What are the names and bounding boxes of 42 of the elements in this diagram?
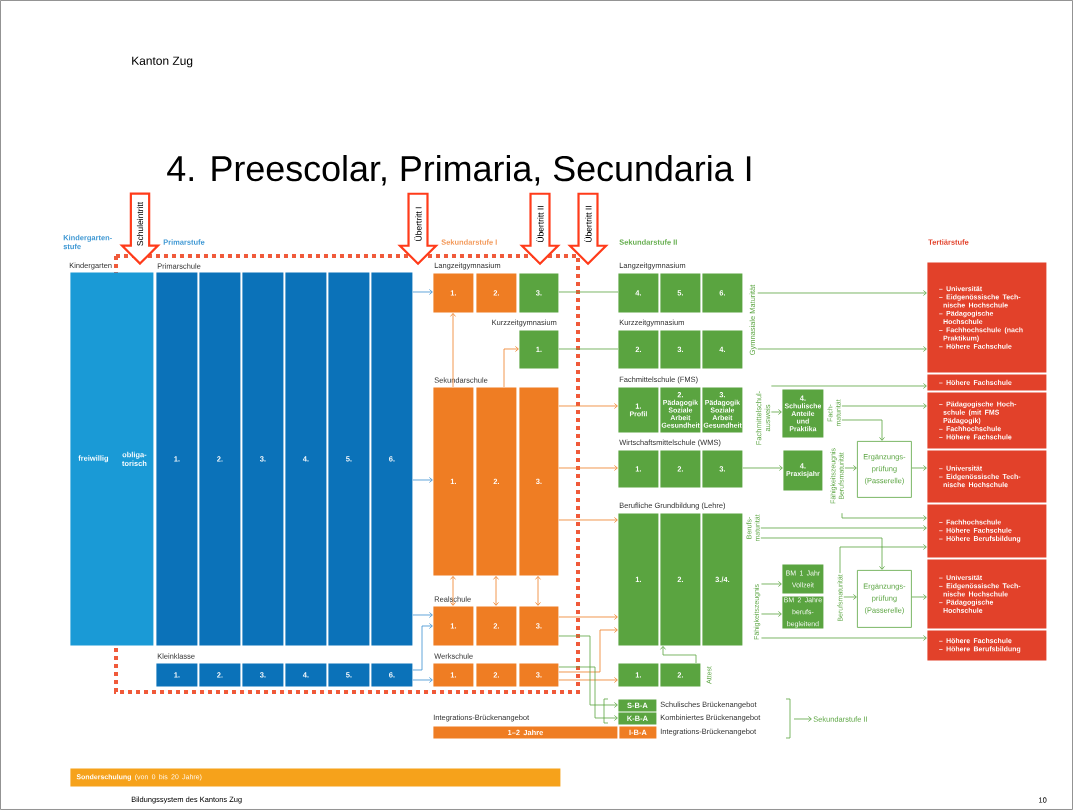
- arrow: [911, 465, 927, 471]
- arrow: [844, 465, 857, 471]
- arrow: [760, 525, 927, 531]
- arrow: [843, 594, 857, 600]
- arrow: [558, 614, 618, 620]
- arrow: [558, 635, 618, 708]
- arrow: [558, 403, 618, 409]
- title: 4. Preescolar, Primaria, Secundaria I: [167, 155, 751, 186]
- arrow: [841, 403, 927, 409]
- arrow: [558, 666, 618, 721]
- arrow: [558, 677, 618, 683]
- double-arrow: [535, 576, 541, 606]
- arrow: [558, 627, 618, 673]
- arrow: [761, 611, 782, 617]
- arrow: [558, 465, 618, 471]
- arrow: [412, 623, 433, 671]
- arrow: [503, 346, 519, 388]
- arrow: [841, 419, 885, 441]
- double-arrow: [450, 576, 456, 606]
- arrow: [757, 346, 927, 352]
- connector-line: [558, 291, 619, 293]
- arrow: [450, 313, 456, 388]
- arrow: [742, 465, 783, 471]
- arrow: [760, 537, 885, 570]
- arrow: [757, 290, 927, 296]
- label: Kanton Zug: [132, 56, 193, 68]
- arrow: [761, 581, 782, 587]
- connector-line: [558, 348, 619, 350]
- arrow: [911, 594, 927, 600]
- arrow: [412, 612, 433, 618]
- arrow: [770, 409, 782, 415]
- arrow: [412, 477, 433, 483]
- arrow: [770, 383, 927, 389]
- arrow: [839, 544, 927, 574]
- arrow: [412, 289, 433, 295]
- double-arrow: [493, 576, 499, 606]
- arrow: [660, 646, 697, 664]
- arrow: [412, 677, 433, 683]
- arrow: [793, 716, 812, 722]
- arrow: [761, 635, 927, 641]
- arrow: [558, 517, 618, 523]
- arrow: [841, 512, 927, 521]
